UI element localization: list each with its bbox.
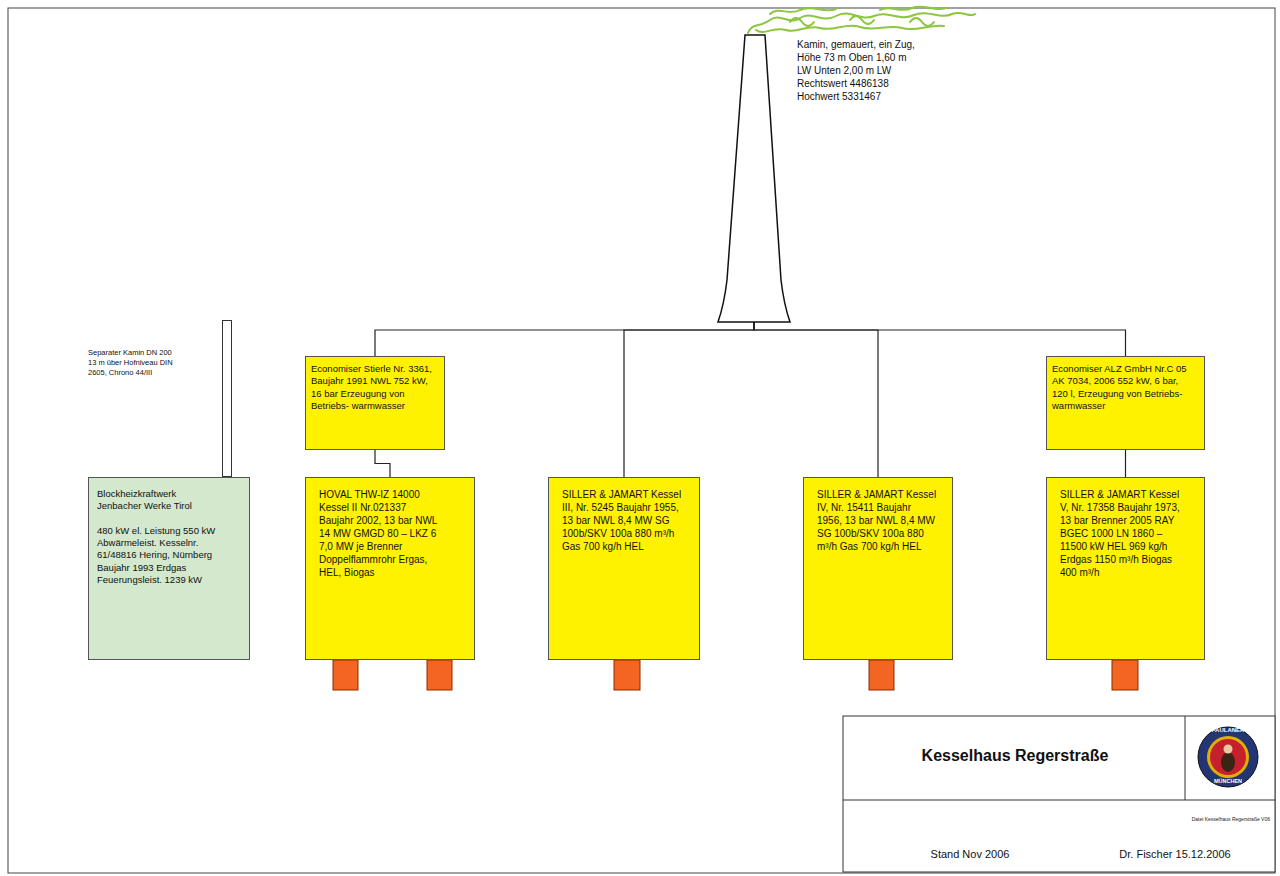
logo-text: PAULANER [1203, 727, 1253, 734]
page-frame [8, 8, 1275, 873]
author-date: Dr. Fischer 15.12.2006 [1090, 848, 1260, 861]
flue-connector [375, 450, 390, 477]
annotation-text: Separater Kamin DN 200 13 m über Hofnive… [88, 348, 180, 377]
status-date: Stand Nov 2006 [900, 848, 1040, 861]
logo-text: MÜNCHEN [1203, 778, 1253, 785]
chp-unit-box: Blockheizkraftwerk Jenbacher Werke Tirol… [88, 477, 250, 660]
flue-connector [624, 322, 754, 477]
box-text: Economiser Stierle Nr. 3361, Baujahr 199… [311, 363, 439, 412]
title-block [843, 716, 1275, 872]
boiler-box: SILLER & JAMART Kessel IV, Nr. 15411 Bau… [803, 477, 953, 660]
burner-block [333, 660, 1138, 690]
drawing-title: Kesselhaus Regerstraße [850, 746, 1180, 765]
boiler-box: SILLER & JAMART Kessel III, Nr. 5245 Bau… [548, 477, 700, 660]
stack-outline [222, 320, 232, 477]
flue-connector [754, 322, 1126, 356]
chimney-outline [718, 35, 790, 322]
flue-connector [1125, 450, 1126, 477]
smoke [748, 6, 975, 33]
economiser-box: Economiser ALZ GmbH Nr.C 05 AK 7034, 200… [1046, 356, 1205, 450]
box-heading: Blockheizkraftwerk Jenbacher Werke Tirol [97, 488, 217, 513]
boiler-box: HOVAL THW-IZ 14000 Kessel II Nr.021337 B… [305, 477, 475, 660]
boiler-box: SILLER & JAMART Kessel V, Nr. 17358 Bauj… [1046, 477, 1205, 660]
chimney: Kamin, gemauert, ein Zug, Höhe 73 m Oben… [718, 35, 790, 322]
annotation-text: Kamin, gemauert, ein Zug, Höhe 73 m Oben… [797, 38, 915, 103]
box-text: SILLER & JAMART Kessel IV, Nr. 15411 Bau… [817, 488, 937, 553]
box-text: SILLER & JAMART Kessel III, Nr. 5245 Bau… [562, 488, 682, 553]
brewery-logo [1198, 727, 1258, 787]
box-text: Economiser ALZ GmbH Nr.C 05 AK 7034, 200… [1052, 363, 1192, 412]
stack-pipe [223, 321, 232, 477]
box-text: 480 kW el. Leistung 550 kW Abwärmeleist.… [97, 525, 217, 587]
chimney-shaft [718, 35, 790, 322]
box-text: HOVAL THW-IZ 14000 Kessel II Nr.021337 B… [319, 488, 439, 579]
flue-connector [375, 322, 754, 356]
file-name: Datei Kesselhaus Regerstraße V06 [1120, 816, 1270, 822]
separate-chimney: Separater Kamin DN 200 13 m über Hofnive… [222, 320, 232, 477]
flue-connector [754, 322, 878, 477]
box-text: SILLER & JAMART Kessel V, Nr. 17358 Bauj… [1060, 488, 1185, 579]
economiser-box: Economiser Stierle Nr. 3361, Baujahr 199… [305, 356, 445, 450]
